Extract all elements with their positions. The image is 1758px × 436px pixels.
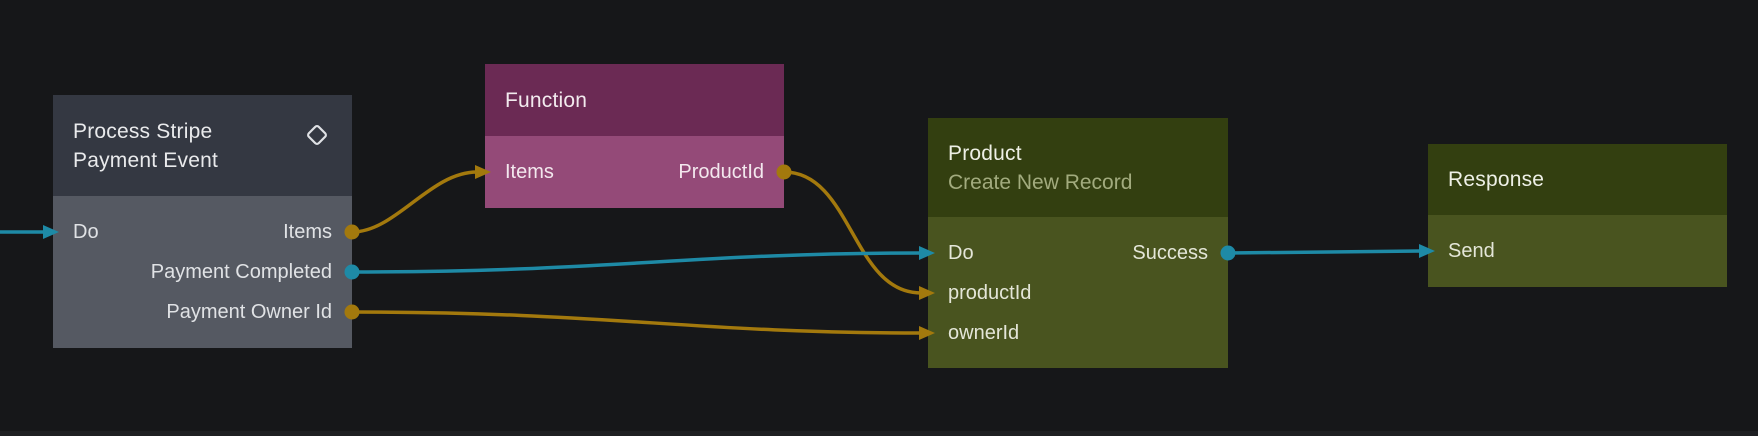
port-payment-owner-id-output[interactable]: Payment Owner Id [166,300,332,323]
node-header[interactable]: Function [485,64,784,136]
port-do-input[interactable]: Do [73,220,99,243]
port-send-input[interactable]: Send [1448,239,1495,262]
node-body: Do Items Payment Completed Payment Owner… [53,196,352,348]
node-title: Process Stripe Payment Event [73,119,219,172]
connection-edge-to-do[interactable] [0,225,59,239]
port-row[interactable]: Do Success [928,233,1228,273]
node-title: Response [1448,168,1545,191]
connection-items-to-function-items[interactable] [344,165,492,240]
connection-payment-completed-to-product-do[interactable] [344,246,936,280]
port-items-input[interactable]: Items [505,160,554,183]
port-row[interactable]: ownerId [928,313,1228,353]
node-header[interactable]: Process Stripe Payment Event [53,95,352,196]
port-success-output[interactable]: Success [1132,241,1208,264]
port-payment-completed-output[interactable]: Payment Completed [150,260,332,283]
node-function[interactable]: Function Items ProductId [485,64,784,208]
port-do-input[interactable]: Do [948,241,974,264]
port-productid-output[interactable]: ProductId [678,160,764,183]
node-process-stripe-payment-event[interactable]: Process Stripe Payment Event Do Items Pa… [53,95,352,348]
node-title: Function [505,88,588,112]
canvas-bottom-edge [0,431,1758,436]
connection-success-to-response-send[interactable] [1220,244,1436,261]
node-body: Items ProductId [485,136,784,208]
node-product-create-new-record[interactable]: Product Create New Record Do Success pro… [928,118,1228,368]
connection-payment-owner-id-to-product-ownerid[interactable] [344,304,936,341]
port-row[interactable]: Payment Owner Id [53,292,352,332]
node-header[interactable]: Response [1428,144,1727,215]
node-response[interactable]: Response Send [1428,144,1727,287]
port-row[interactable]: Do Items [53,212,352,252]
port-items-output[interactable]: Items [283,220,332,243]
port-row[interactable]: Payment Completed [53,252,352,292]
connection-productid-to-product-productid[interactable] [776,164,936,301]
node-subtitle: Create New Record [948,170,1133,194]
port-row[interactable]: Send [1428,231,1727,271]
diamond-icon [304,122,330,148]
node-body: Do Success productId ownerId [928,217,1228,368]
node-body: Send [1428,215,1727,287]
node-header[interactable]: Product Create New Record [928,118,1228,217]
port-row[interactable]: productId [928,273,1228,313]
port-productid-input[interactable]: productId [948,281,1032,304]
port-row[interactable]: Items ProductId [485,152,784,192]
port-ownerid-input[interactable]: ownerId [948,321,1020,344]
node-title: Product [948,141,1022,165]
